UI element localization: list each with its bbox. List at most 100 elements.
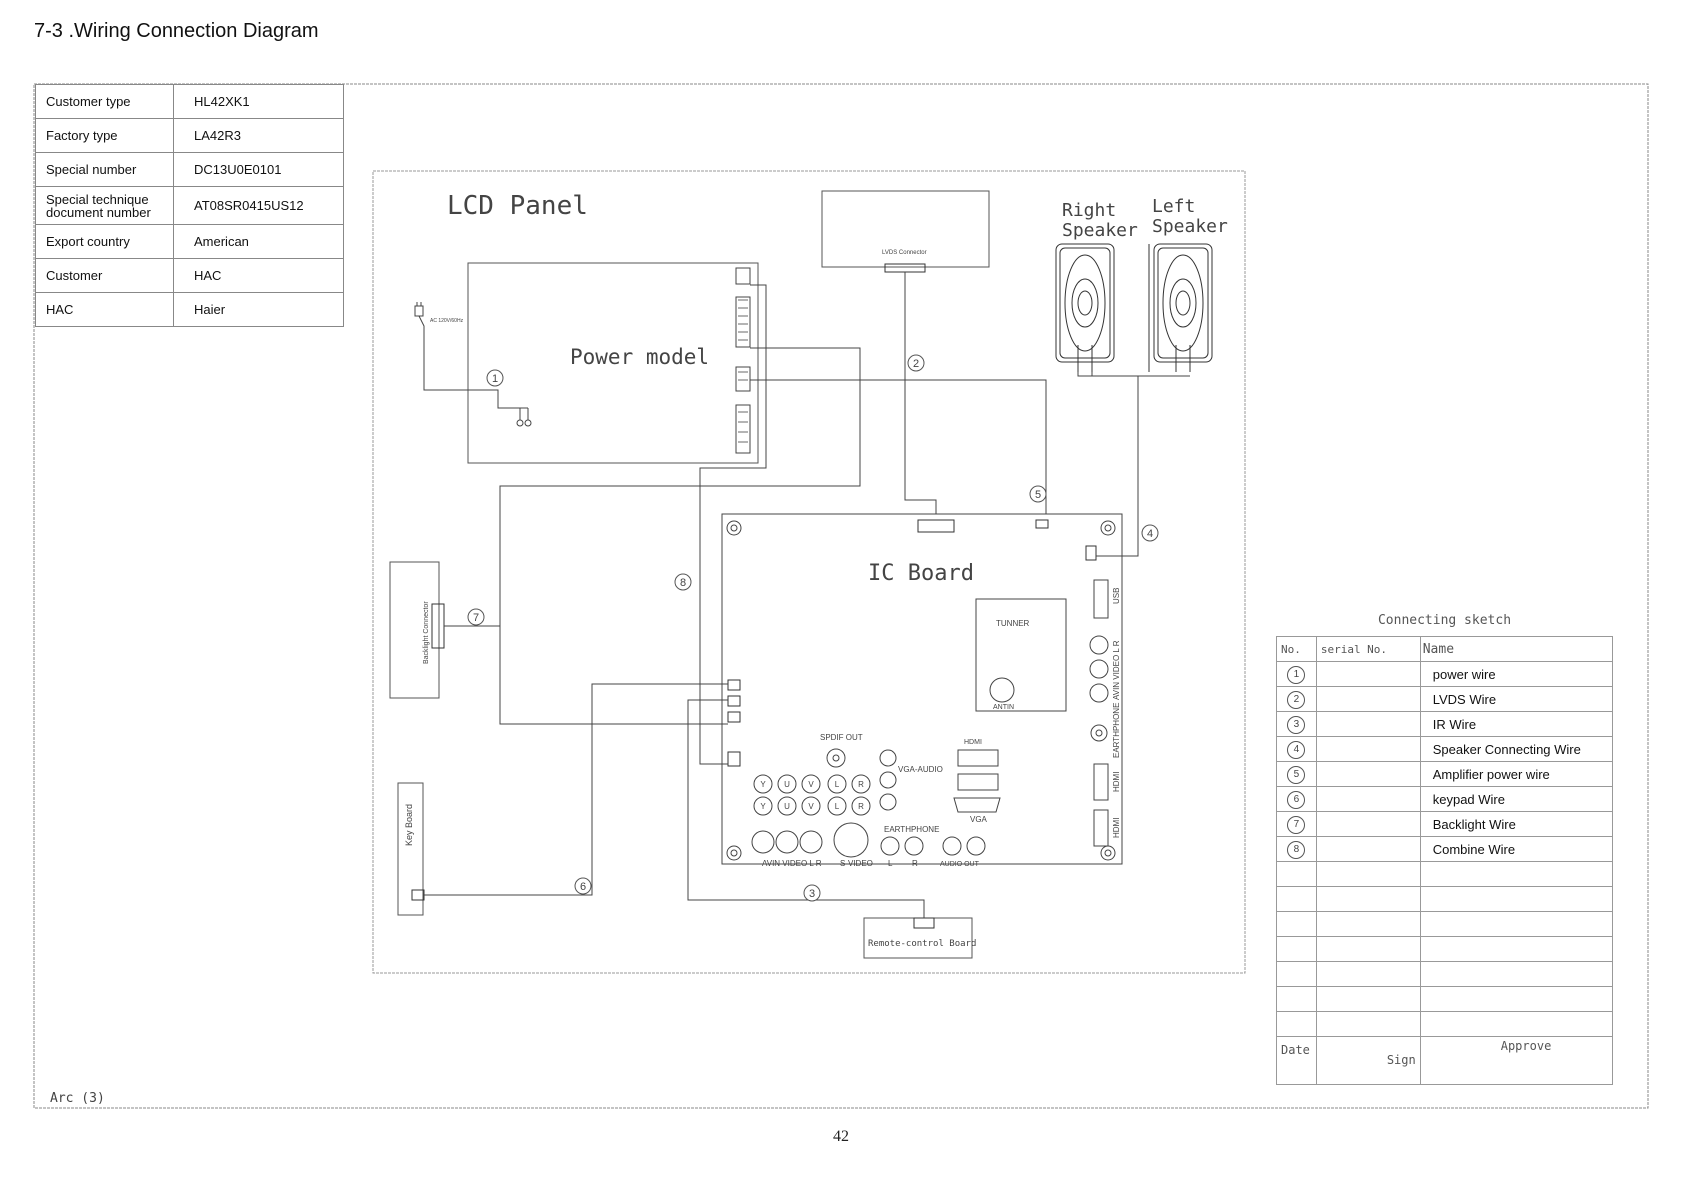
empty-row	[1276, 961, 1614, 987]
empty-cell	[1419, 936, 1614, 962]
bottom-svideo-label: S-VIDEO	[840, 859, 873, 868]
row-number-circle: 3	[1287, 715, 1306, 734]
backlight-connector-board: Backlight Connector	[389, 561, 445, 699]
ic-board: IC Board TUNNER ANTIN USB AVIN VIDEO L R…	[721, 513, 1123, 868]
empty-cell	[1276, 886, 1317, 912]
remote-board-label: Remote-control Board	[868, 939, 976, 949]
empty-cell	[1315, 911, 1421, 937]
jack-l-1: L	[835, 780, 840, 789]
right-speaker-label-2: Speaker	[1062, 220, 1138, 241]
row-number: 4	[1276, 736, 1317, 762]
hdmi-label: HDMI	[964, 739, 982, 746]
empty-cell	[1276, 1011, 1317, 1037]
marker-3: 3	[809, 888, 815, 900]
row-serial	[1315, 686, 1421, 712]
ic-board-label: IC Board	[868, 561, 974, 586]
info-value: American	[173, 224, 344, 259]
empty-cell	[1419, 861, 1614, 887]
bottom-audio-out-label: AUDIO OUT	[940, 861, 980, 868]
earthphone-side-label: EARTHPHONE	[1112, 703, 1121, 758]
row-wire-name: power wire	[1419, 661, 1614, 687]
empty-cell	[1419, 1011, 1614, 1037]
earthphone-label: EARTHPHONE	[884, 825, 939, 834]
usb-label: USB	[1112, 588, 1121, 604]
info-value: Haier	[173, 292, 344, 327]
row-wire-name: keypad Wire	[1419, 786, 1614, 812]
vga-audio-label: VGA-AUDIO	[898, 765, 943, 774]
row-number-circle: 5	[1287, 765, 1306, 784]
ac-plug	[414, 302, 532, 427]
row-number-circle: 1	[1287, 665, 1306, 684]
info-value: LA42R3	[173, 118, 344, 153]
tuner-label: TUNNER	[996, 619, 1030, 628]
table-row: 3 IR Wire	[1276, 711, 1614, 737]
page-number: 42	[833, 1128, 849, 1145]
empty-row	[1276, 861, 1614, 887]
lvds-connector-label: LVDS Connector	[882, 250, 927, 256]
row-number-circle: 4	[1287, 740, 1306, 759]
row-number: 2	[1276, 686, 1317, 712]
row-number-circle: 6	[1287, 790, 1306, 809]
table-row: 4 Speaker Connecting Wire	[1276, 736, 1614, 762]
av-in-side-label: AVIN VIDEO L R	[1112, 640, 1121, 700]
empty-cell	[1276, 936, 1317, 962]
info-value: DC13U0E0101	[173, 152, 344, 187]
row-wire-name: IR Wire	[1419, 711, 1614, 737]
bottom-l-label: L	[888, 859, 893, 868]
row-serial	[1315, 786, 1421, 812]
power-model-label: Power model	[570, 345, 709, 369]
row-number: 6	[1276, 786, 1317, 812]
vga-label: VGA	[970, 815, 988, 824]
empty-cell	[1315, 886, 1421, 912]
empty-cell	[1276, 861, 1317, 887]
bottom-avin-label: AVIN VIDEO L R	[762, 859, 822, 868]
info-value: AT08SR0415US12	[173, 186, 344, 225]
row-serial	[1315, 761, 1421, 787]
row-number-circle: 2	[1287, 690, 1306, 709]
empty-cell	[1315, 961, 1421, 987]
empty-cell	[1419, 961, 1614, 987]
left-speaker-label-2: Speaker	[1152, 216, 1228, 237]
connecting-sketch-title: Connecting sketch	[1377, 613, 1512, 628]
marker-8: 8	[680, 577, 686, 589]
marker-4: 4	[1147, 528, 1153, 540]
corner-note: Arc (3)	[50, 1091, 105, 1106]
backlight-connector-label: Backlight Connector	[423, 601, 430, 664]
empty-cell	[1419, 886, 1614, 912]
remote-control-board: Remote-control Board	[863, 917, 976, 959]
row-number: 3	[1276, 711, 1317, 737]
header-name: Name	[1419, 636, 1614, 662]
row-wire-name: Speaker Connecting Wire	[1419, 736, 1614, 762]
info-key: Customer	[35, 258, 174, 293]
row-wire-name: Backlight Wire	[1419, 811, 1614, 837]
row-number-circle: 8	[1287, 840, 1306, 859]
right-speaker-label: Right	[1062, 200, 1116, 221]
ac-voltage-label: AC 120V/60Hz	[430, 318, 464, 324]
info-key: HAC	[35, 292, 174, 327]
empty-row	[1276, 1011, 1614, 1037]
row-serial	[1315, 661, 1421, 687]
jack-r-1: R	[858, 780, 864, 789]
row-serial	[1315, 736, 1421, 762]
empty-row	[1276, 986, 1614, 1012]
row-number: 8	[1276, 836, 1317, 862]
empty-row	[1276, 911, 1614, 937]
hdmi-side-label-1: HDMI	[1112, 772, 1121, 792]
marker-7: 7	[473, 612, 479, 624]
row-serial	[1315, 711, 1421, 737]
jack-l-2: L	[835, 802, 840, 811]
row-serial	[1315, 836, 1421, 862]
key-board-label: Key Board	[404, 804, 414, 846]
left-speaker-label: Left	[1152, 196, 1195, 217]
